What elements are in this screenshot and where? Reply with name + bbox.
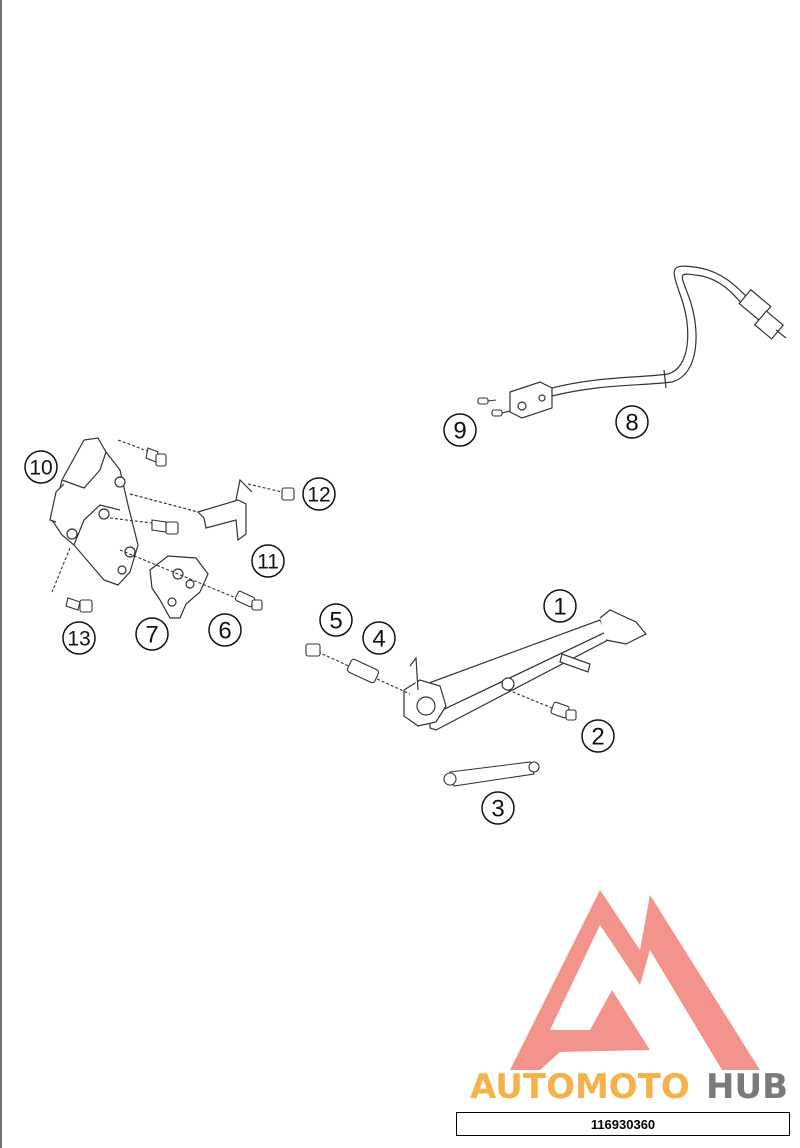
stand-spring-3 [443,761,540,787]
callout-2: 2 [581,719,615,753]
stand-sleeve-4 [317,651,411,695]
callout-13-label: 13 [67,628,90,651]
logo-triangle-mark [510,890,760,1070]
callout-10: 10 [24,450,58,484]
automotohub-logo: AUTOMOTO HUB [470,890,788,1107]
callout-5: 5 [319,603,353,637]
sidestand-bracket [49,437,139,586]
stand-nut-5 [305,643,321,657]
callout-12-label: 12 [307,484,330,507]
callout-11: 11 [251,544,285,578]
callout-9-label: 9 [453,418,466,445]
sidestand-switch-cable [551,265,787,397]
callout-11-label: 11 [257,551,279,574]
callout-4-label: 4 [372,626,385,653]
callout-4: 4 [362,621,396,655]
plate-bolt-6 [119,549,263,611]
side-stand [403,609,647,731]
callout-6: 6 [208,613,242,647]
callout-9: 9 [443,413,477,447]
switch-body [509,381,553,419]
callout-8-label: 8 [625,410,638,437]
bracket-nut-12 [247,483,295,501]
callout-13: 13 [62,621,96,655]
bracket-bolt-upper [117,439,167,467]
callout-3: 3 [481,791,515,825]
logo-text-hub: HUB [706,1067,788,1107]
callout-1: 1 [543,589,577,623]
logo-text-automoto: AUTOMOTO [470,1067,690,1107]
part-number-text: 116930360 [590,1116,656,1132]
stand-bolt-2 [507,689,577,721]
callout-1-label: 1 [553,594,566,621]
bracket-bolt-lower [109,517,179,535]
callout-3-label: 3 [491,796,504,823]
sensor-bracket [129,478,253,542]
callout-5-label: 5 [329,608,342,635]
callout-12: 12 [302,477,336,511]
part-number-label: 116930360 [456,1112,790,1136]
mounting-plate [149,555,209,619]
callout-7: 7 [135,617,169,651]
callout-10-label: 10 [29,457,52,480]
callout-2-label: 2 [591,724,604,751]
callout-7-label: 7 [145,622,158,649]
callout-6-label: 6 [218,618,231,645]
switch-screws [477,397,511,417]
bracket-bolt-13 [51,547,93,613]
callout-8: 8 [615,405,649,439]
